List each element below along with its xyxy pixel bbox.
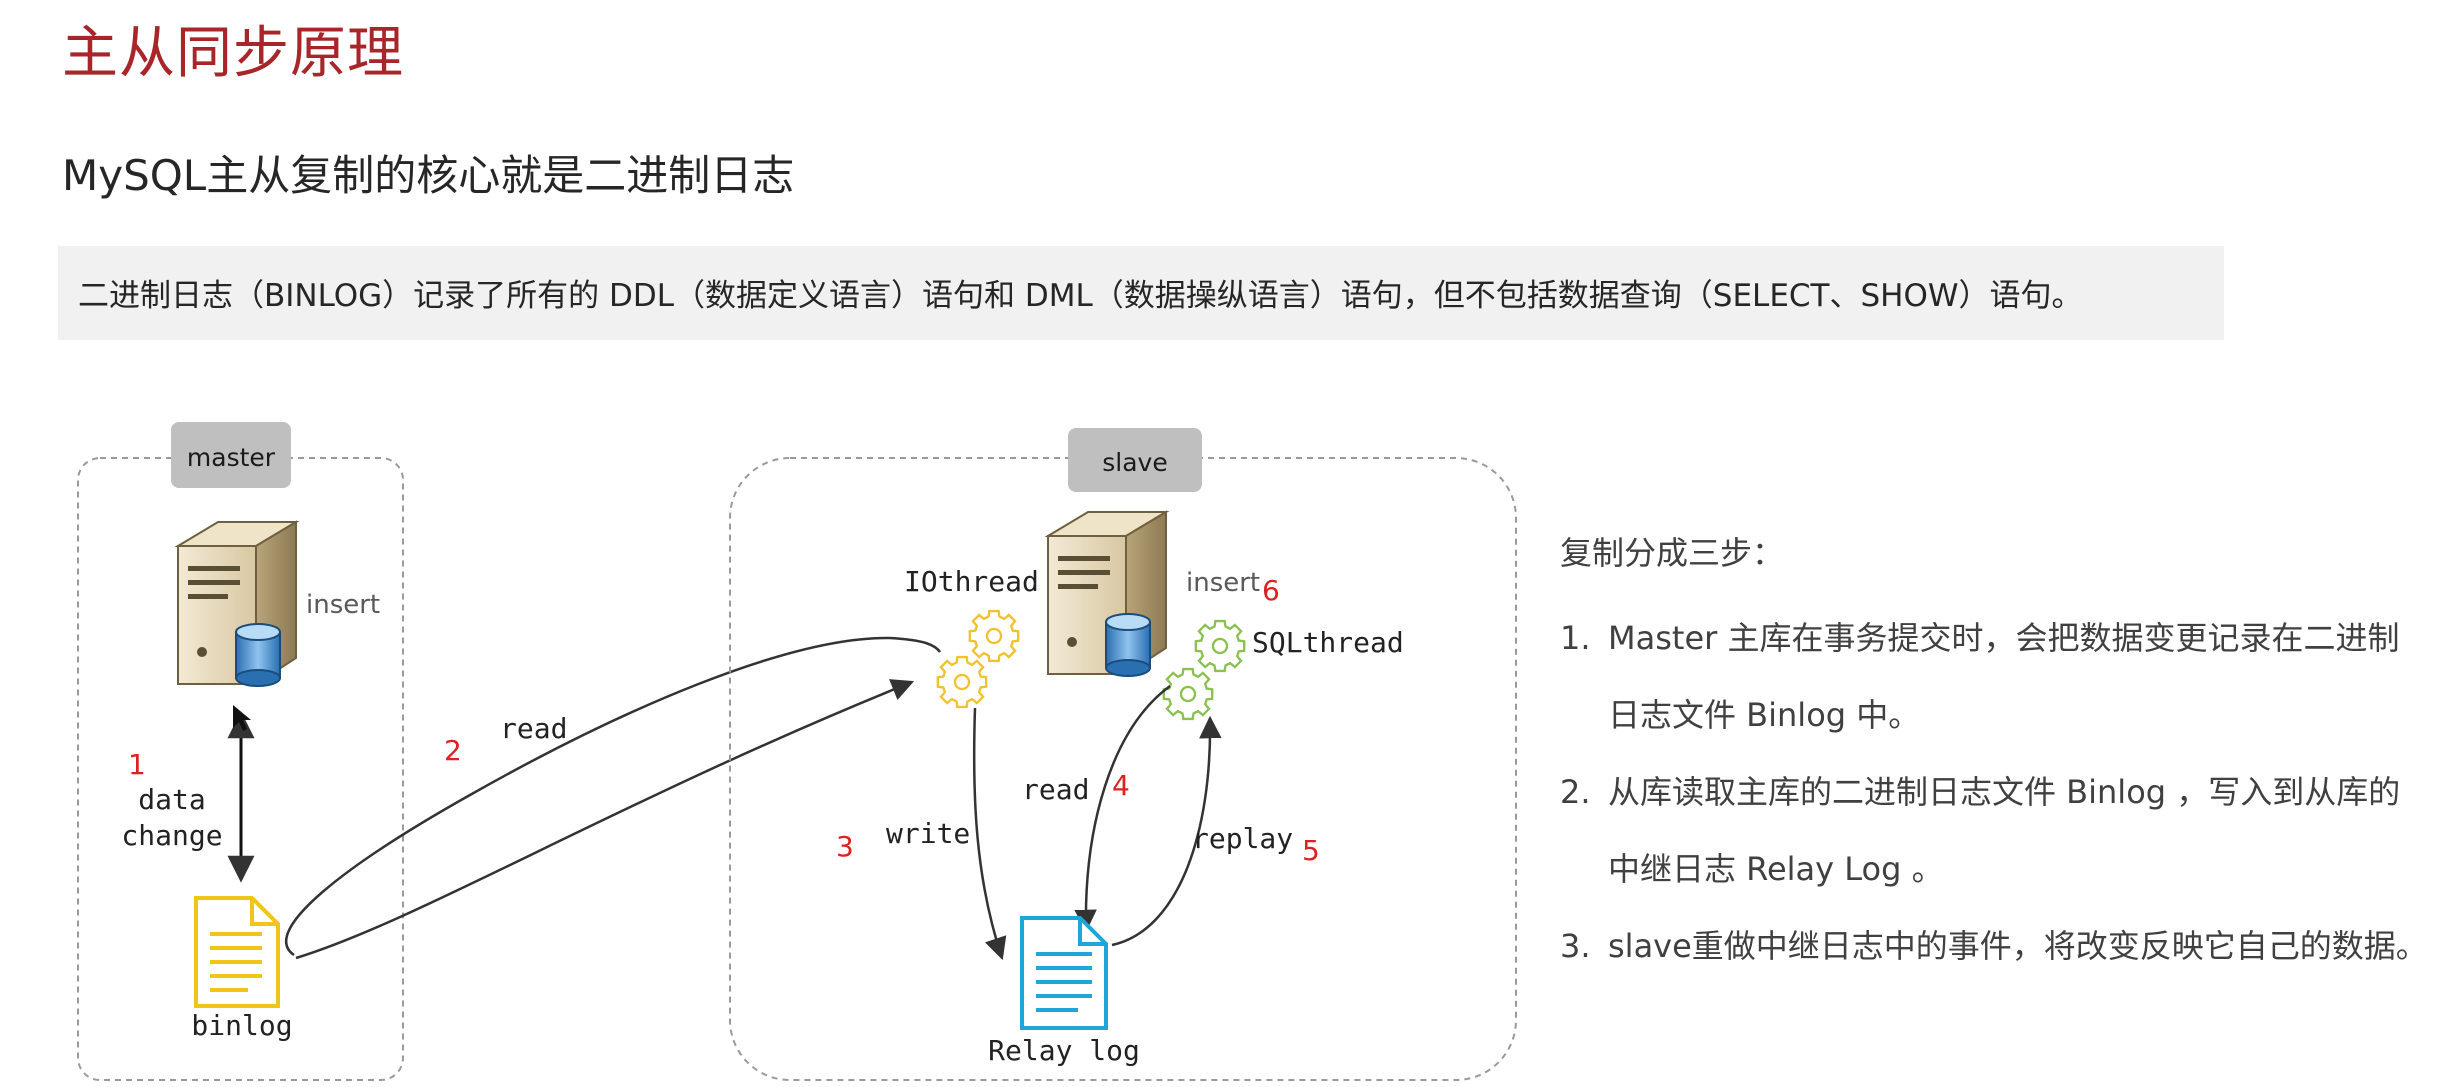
step-item-number: 3. <box>1560 927 1591 965</box>
step-1-number: 1 <box>128 748 146 781</box>
binlog-label: binlog <box>191 1009 292 1042</box>
step-item-1: 1. Master 主库在事务提交时，会把数据变更记录在二进制 日志文件 Bin… <box>1560 600 2440 754</box>
cursor-pointer-icon <box>233 705 251 731</box>
transfer-read-label: read <box>500 712 567 745</box>
slave-tag: slave <box>1068 428 1202 492</box>
description-text: 二进制日志（BINLOG）记录了所有的 DDL（数据定义语言）语句和 DML（数… <box>78 278 2083 314</box>
replay-arrow <box>1111 715 1222 947</box>
step-4-number: 4 <box>1112 769 1130 802</box>
relay-log-file-icon <box>1020 916 1108 1030</box>
description-box: 二进制日志（BINLOG）记录了所有的 DDL（数据定义语言）语句和 DML（数… <box>58 246 2224 340</box>
step-item-2: 2. 从库读取主库的二进制日志文件 Binlog ，写入到从库的 中继日志 Re… <box>1560 754 2440 908</box>
binlog-to-iothread-curve <box>284 636 942 957</box>
master-server-icon <box>174 520 300 687</box>
step-5-number: 5 <box>1302 834 1320 867</box>
iothread-read-arrow <box>295 679 915 960</box>
sqlthread-gears-icon <box>1162 619 1246 721</box>
relay-read-arrow <box>1074 684 1171 933</box>
sqlthread-label: SQLthread <box>1252 626 1404 659</box>
step-item-text-line1: Master 主库在事务提交时，会把数据变更记录在二进制 <box>1608 619 2400 657</box>
relay-log-label: Relay log <box>988 1034 1140 1067</box>
slave-insert-label: insert <box>1186 568 1260 598</box>
replication-steps: 复制分成三步： 1. Master 主库在事务提交时，会把数据变更记录在二进制 … <box>1560 528 2440 985</box>
master-insert-label: insert <box>306 590 380 620</box>
master-label: master <box>187 443 276 472</box>
slave-label: slave <box>1102 448 1167 477</box>
step-item-text-line2: 中继日志 Relay Log 。 <box>1608 850 1944 888</box>
data-change-label-line1: data <box>138 783 205 816</box>
master-box <box>77 457 404 1081</box>
steps-heading: 复制分成三步： <box>1560 534 1785 572</box>
slave-database-icon <box>1105 613 1151 677</box>
relay-read-label: read <box>1022 773 1089 806</box>
slave-server-icon <box>1044 510 1170 677</box>
replay-label: replay <box>1192 822 1293 855</box>
step-item-text-line1: slave重做中继日志中的事件，将改变反映它自己的数据。 <box>1608 927 2428 965</box>
step-item-text-line2: 日志文件 Binlog 中。 <box>1608 696 1921 734</box>
write-arrow <box>972 707 1007 961</box>
step-6-number: 6 <box>1262 574 1280 607</box>
page-subtitle: MySQL主从复制的核心就是二进制日志 <box>62 151 795 200</box>
master-database-icon <box>235 623 281 687</box>
step-item-3: 3. slave重做中继日志中的事件，将改变反映它自己的数据。 <box>1560 908 2440 985</box>
binlog-file-icon <box>194 896 280 1008</box>
step-item-text-line1: 从库读取主库的二进制日志文件 Binlog ，写入到从库的 <box>1608 773 2401 811</box>
step-3-number: 3 <box>836 830 854 863</box>
iothread-label: IOthread <box>904 565 1039 598</box>
iothread-gears-icon <box>936 609 1020 709</box>
write-label: write <box>886 817 970 850</box>
step-item-number: 2. <box>1560 773 1591 811</box>
step-item-number: 1. <box>1560 619 1591 657</box>
step-2-number: 2 <box>444 734 462 767</box>
page-title: 主从同步原理 <box>62 21 404 86</box>
master-tag: master <box>171 422 291 488</box>
data-change-label-line2: change <box>121 819 222 852</box>
